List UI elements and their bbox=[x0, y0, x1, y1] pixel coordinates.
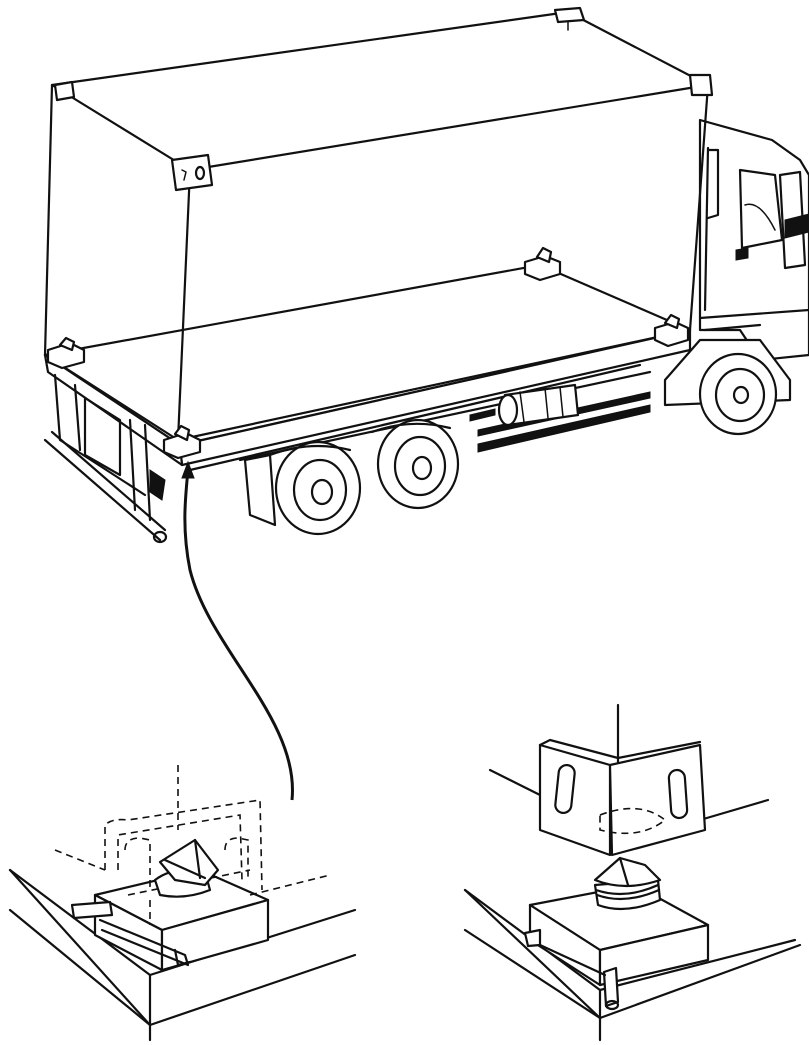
truck-cab bbox=[698, 118, 809, 362]
deck-twist-locks bbox=[46, 246, 690, 460]
corner-casting bbox=[538, 738, 707, 857]
twist-lock-detail-locked bbox=[8, 765, 357, 1042]
rear-wheel-2 bbox=[370, 418, 460, 510]
fuel-tank bbox=[497, 383, 580, 427]
twist-lock-detail-unlocked bbox=[463, 703, 802, 1042]
front-wheel bbox=[663, 338, 792, 436]
flatbed-chassis bbox=[43, 263, 692, 544]
cab-window bbox=[738, 168, 784, 250]
callout-arrow bbox=[181, 460, 294, 801]
rear-wheel-1 bbox=[268, 440, 362, 536]
cab-door-window bbox=[778, 170, 807, 270]
container-body bbox=[43, 6, 714, 442]
door-handle bbox=[735, 247, 749, 261]
